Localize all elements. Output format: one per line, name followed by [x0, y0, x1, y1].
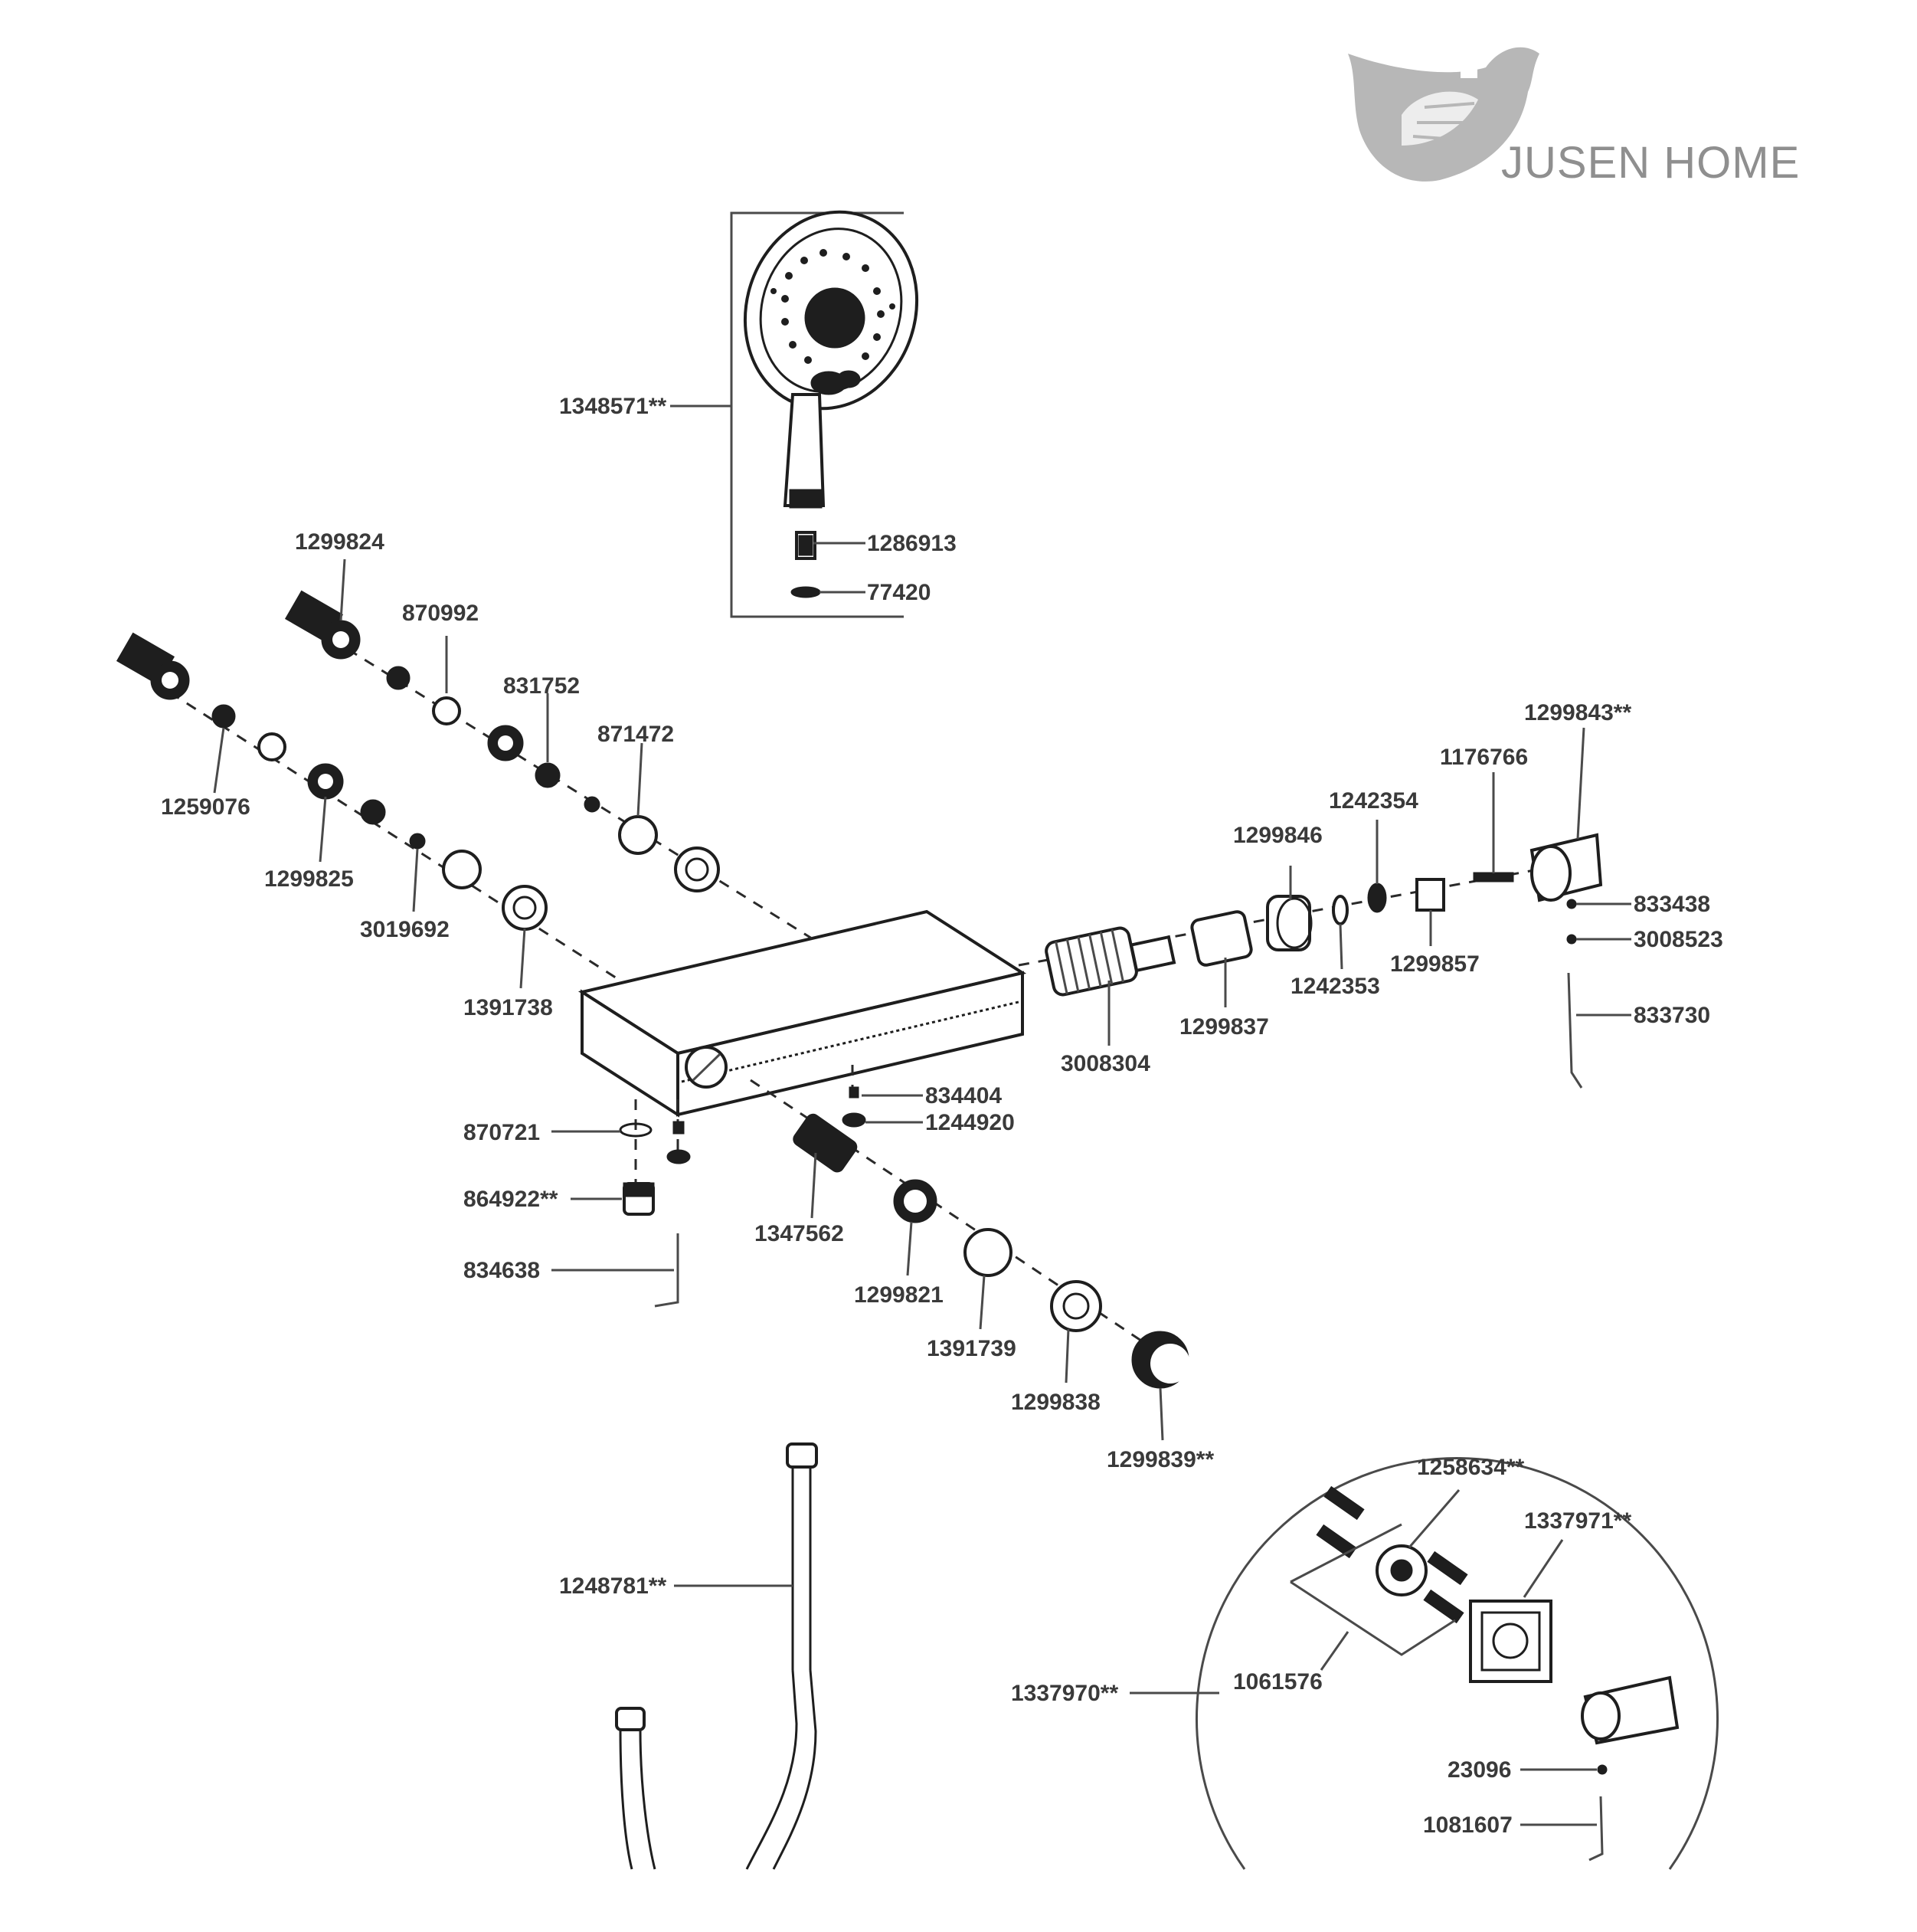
label-1244920: 1244920 [925, 1110, 1015, 1135]
label-870992: 870992 [402, 601, 479, 626]
label-1286913: 1286913 [867, 531, 957, 556]
label-3019692: 3019692 [360, 917, 450, 942]
brand-name: JUSEN HOME [1501, 138, 1800, 188]
label-1258634: 1258634** [1417, 1455, 1524, 1480]
label-1259076: 1259076 [161, 794, 250, 820]
label-3008304: 3008304 [1061, 1051, 1150, 1076]
hand-shower-group: 1348571** 1286913 77420 [559, 210, 957, 618]
label-833730: 833730 [1634, 1003, 1710, 1028]
label-3008523: 3008523 [1634, 927, 1723, 952]
label-1299825: 1299825 [264, 866, 354, 892]
label-1391738: 1391738 [463, 995, 553, 1020]
label-1391739: 1391739 [927, 1336, 1016, 1361]
label-831752: 831752 [503, 673, 580, 699]
label-1299824: 1299824 [295, 529, 384, 555]
label-1299843: 1299843** [1524, 700, 1631, 725]
label-870721: 870721 [463, 1120, 540, 1145]
right-cartridge-parts: 3008304 1299837 1299846 1242353 1242354 … [1045, 700, 1723, 1089]
label-871472: 871472 [597, 722, 674, 747]
lower-middle-parts: 870721 864922** 834638 834404 1244920 [463, 1083, 1015, 1308]
brand-logo: JUSEN HOME [1348, 47, 1800, 188]
label-1299821: 1299821 [854, 1282, 944, 1308]
upper-left-parts: 1299824 870992 831752 871472 [284, 529, 720, 892]
label-833438: 833438 [1634, 892, 1710, 917]
label-1299839: 1299839** [1107, 1447, 1214, 1472]
label-1299846: 1299846 [1233, 823, 1323, 848]
label-1347562: 1347562 [754, 1221, 844, 1246]
label-1176766: 1176766 [1440, 745, 1528, 770]
label-864922: 864922** [463, 1187, 558, 1212]
label-1337970: 1337970** [1011, 1681, 1118, 1706]
label-1299857: 1299857 [1390, 951, 1480, 977]
shower-hose: 1248781** [559, 1442, 818, 1870]
label-1299838: 1299838 [1011, 1390, 1101, 1415]
label-1337971: 1337971** [1524, 1508, 1631, 1534]
label-23096: 23096 [1448, 1757, 1511, 1783]
label-1348571: 1348571** [559, 394, 666, 419]
label-77420: 77420 [867, 580, 931, 605]
label-834638: 834638 [463, 1258, 540, 1283]
label-1242354: 1242354 [1329, 788, 1418, 814]
house-icon [1461, 61, 1477, 78]
wall-connector-detail: 1061576 1258634** 1337971** 1337970** 23… [1011, 1455, 1719, 1870]
label-1081607: 1081607 [1423, 1812, 1513, 1838]
label-1061576: 1061576 [1233, 1669, 1323, 1695]
lower-left-parts: 1259076 1299825 3019692 1391738 [116, 632, 553, 1020]
label-1299837: 1299837 [1179, 1014, 1269, 1040]
label-834404: 834404 [925, 1083, 1002, 1108]
label-1248781: 1248781** [559, 1573, 666, 1599]
lower-diagonal-parts: 1347562 1299821 1391739 1299838 1299839*… [754, 1113, 1214, 1472]
label-1242353: 1242353 [1291, 974, 1380, 999]
